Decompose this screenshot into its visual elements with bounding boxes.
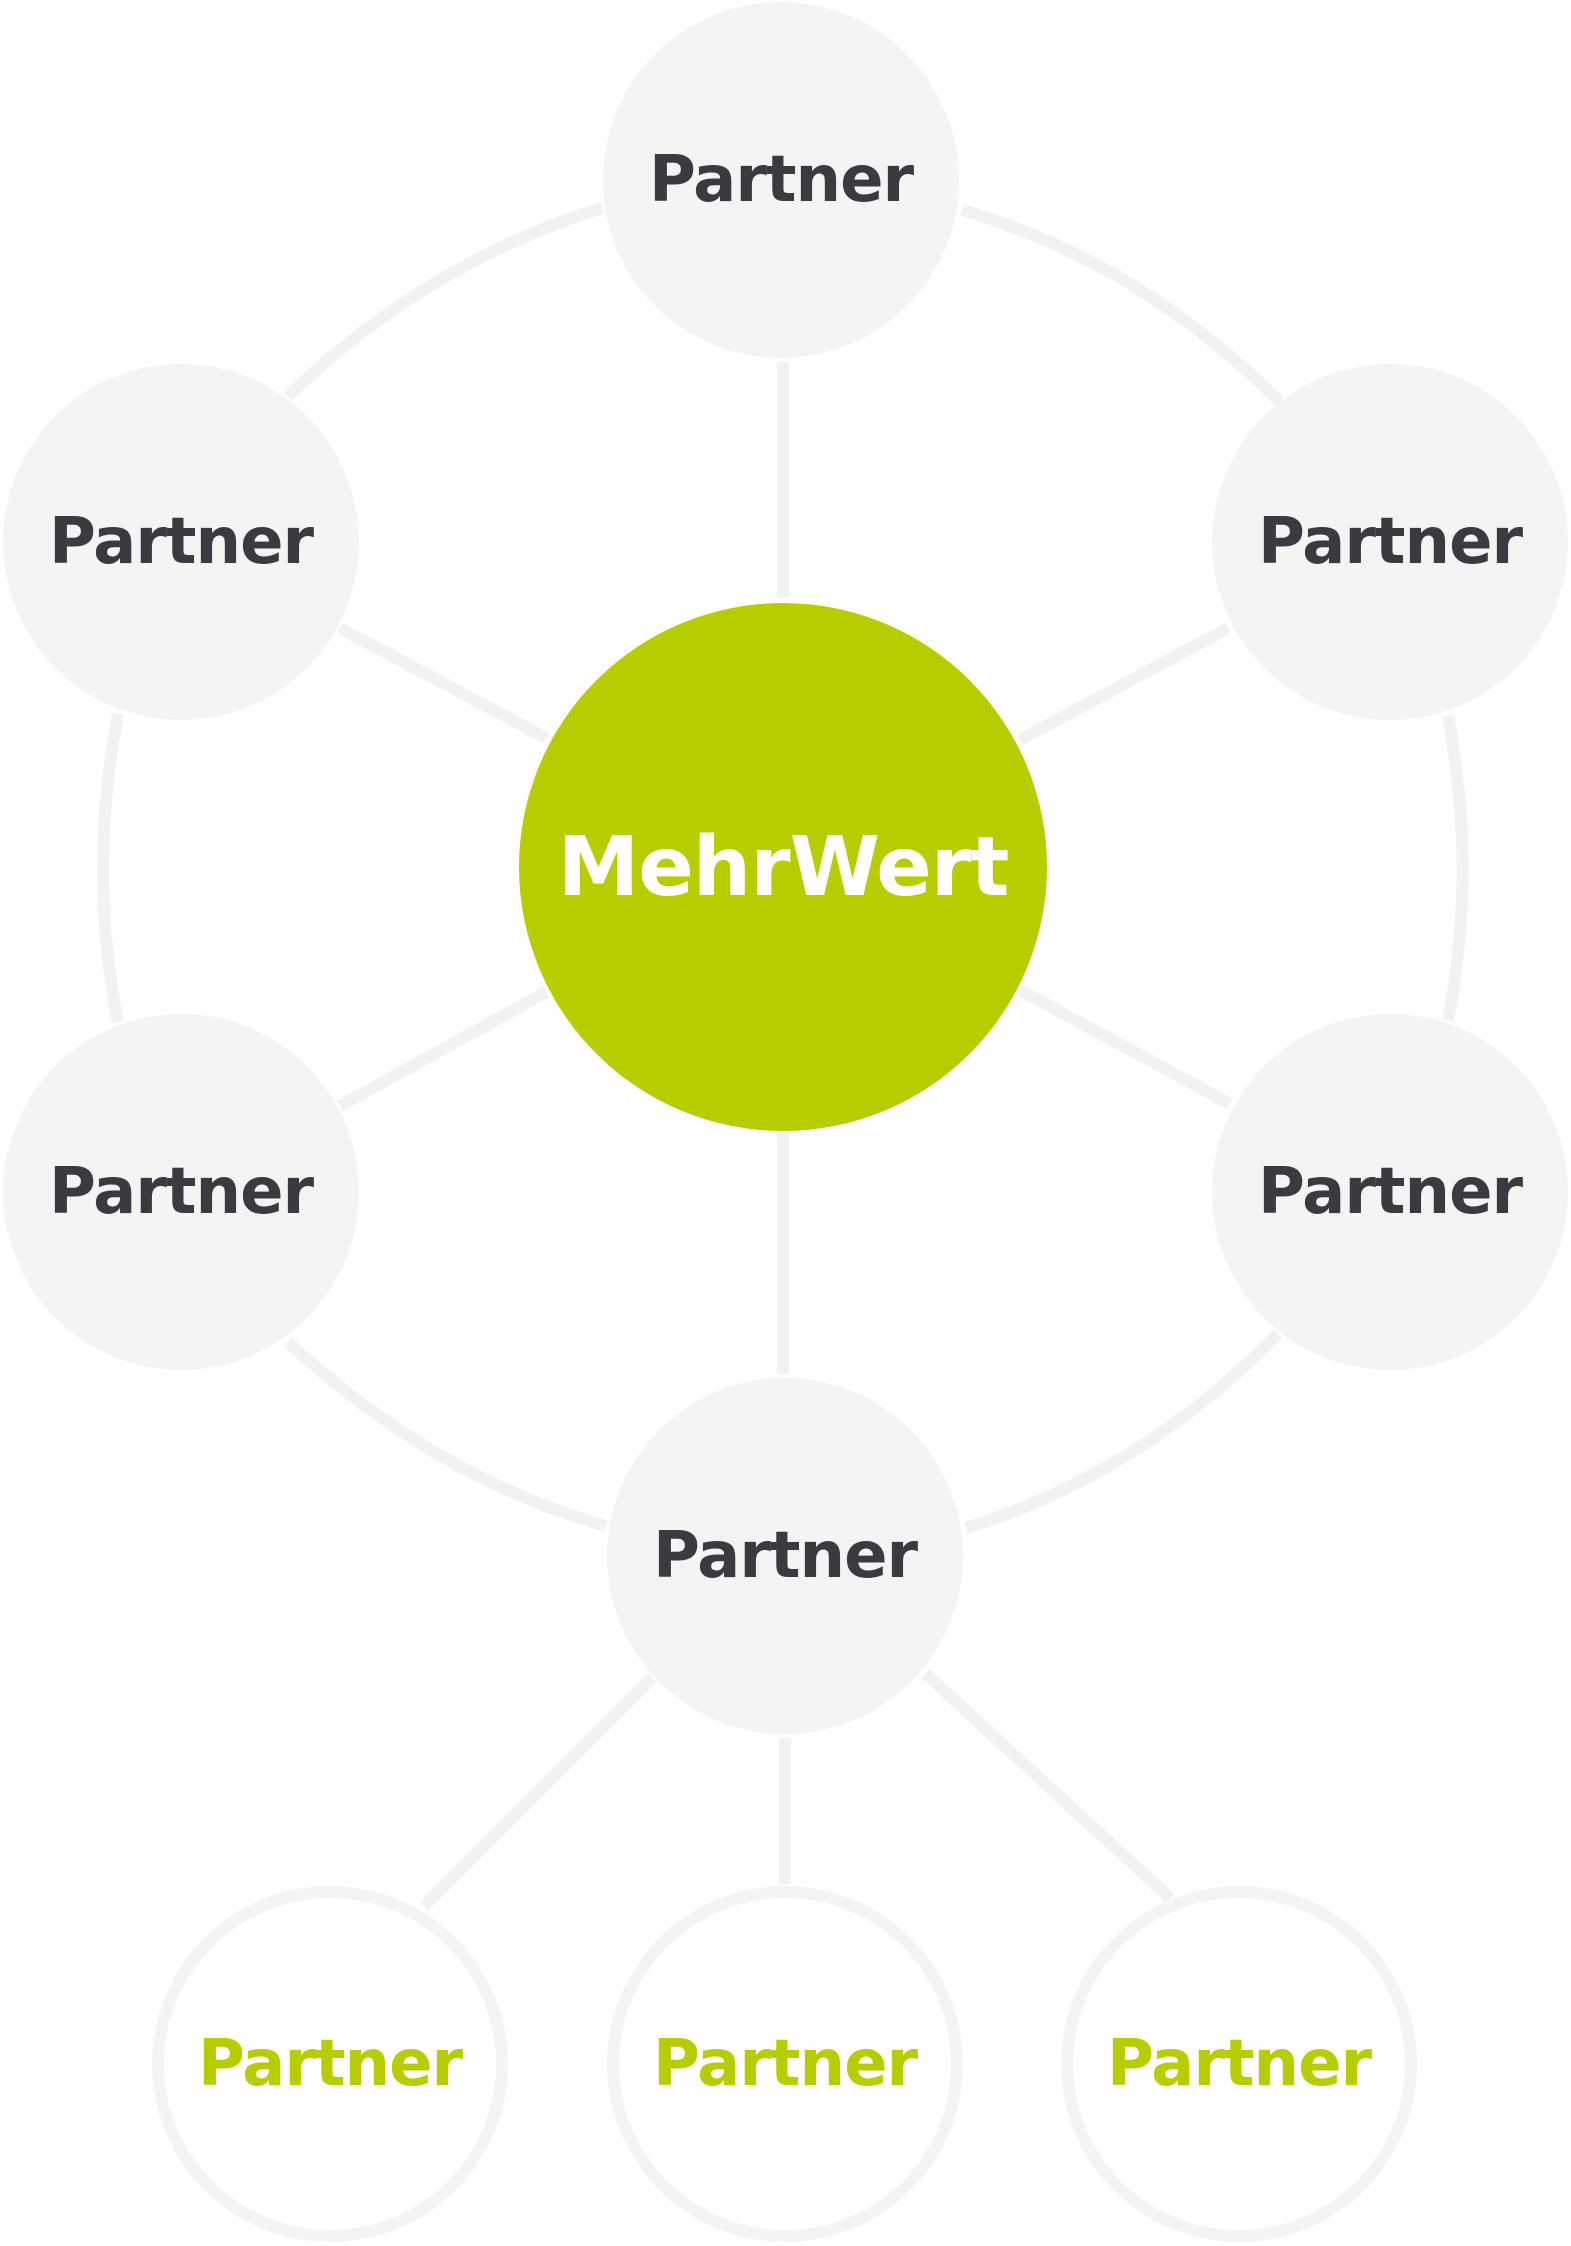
ring-arc-left (97, 712, 124, 1024)
spoke-bottom-right (1017, 984, 1233, 1110)
branch-right (921, 1669, 1175, 1903)
spoke-bottom-left (337, 986, 549, 1112)
partner-label: Partner (1257, 505, 1523, 579)
branch-left (419, 1673, 657, 1911)
partner-node-top-left: Partner (3, 364, 359, 720)
partner-label: Partner (48, 505, 314, 579)
sub-partner-node-center: Partner (607, 1886, 963, 2242)
partner-node-top-right: Partner (1212, 364, 1568, 720)
partner-label: Partner (652, 1519, 918, 1593)
partner-node-bottom-right: Partner (1212, 1014, 1568, 1370)
partner-node-bottom: Partner (607, 1378, 963, 1734)
partner-node-bottom-left: Partner (3, 1014, 359, 1370)
spoke-top-right (1017, 622, 1231, 746)
sub-partner-label: Partner (1106, 2027, 1372, 2101)
sub-partner-node-left: Partner (152, 1886, 508, 2242)
partner-node-top: Partner (603, 2, 959, 358)
sub-partner-label: Partner (197, 2027, 463, 2101)
partner-label: Partner (48, 1155, 314, 1229)
partner-label: Partner (648, 143, 914, 217)
spoke-top-left (337, 622, 549, 744)
partner-label: Partner (1257, 1155, 1523, 1229)
ring-arc-right (1442, 714, 1469, 1022)
center-label: MehrWert (557, 819, 1010, 915)
mehrwert-center-node: MehrWert (519, 603, 1047, 1131)
ring-arc-top-right (960, 204, 1285, 407)
ring-arc-top-left (283, 202, 604, 401)
sub-partner-label: Partner (652, 2027, 918, 2101)
ring-arc-bottom-left (283, 1337, 608, 1532)
sub-partner-node-right: Partner (1061, 1886, 1417, 2242)
ring-arc-bottom-right (964, 1329, 1283, 1534)
